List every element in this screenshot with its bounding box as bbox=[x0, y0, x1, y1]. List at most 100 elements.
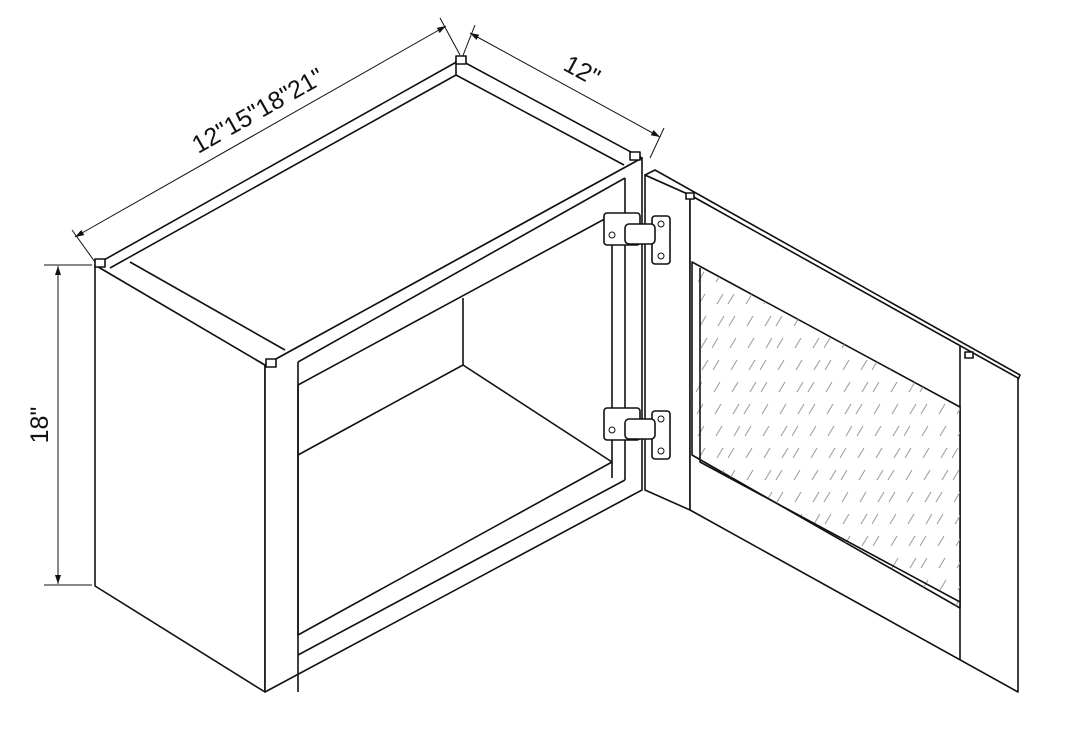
glass-hatch-mark bbox=[761, 403, 769, 415]
glass-hatch-mark bbox=[828, 601, 836, 608]
glass-hatch-mark bbox=[843, 381, 851, 393]
glass-hatch-mark bbox=[701, 359, 709, 371]
glass-hatch-mark bbox=[893, 293, 901, 305]
glass-hatch-mark bbox=[727, 601, 735, 608]
glass-hatch-mark bbox=[765, 337, 773, 349]
glass-hatch-mark bbox=[746, 469, 754, 481]
glass-hatch-mark bbox=[812, 491, 820, 503]
glass-hatch-mark bbox=[823, 491, 831, 503]
glass-hatch-mark bbox=[727, 293, 735, 305]
glass-hatch-mark bbox=[889, 513, 897, 525]
glass-hatch-mark bbox=[871, 513, 879, 525]
glass-hatch-mark bbox=[845, 425, 853, 437]
glass-hatch-mark bbox=[940, 293, 948, 305]
glass-hatch-mark bbox=[778, 381, 786, 393]
glass-hatch-mark bbox=[939, 271, 947, 283]
glass-hatch-mark bbox=[730, 359, 738, 371]
glass-hatch-mark bbox=[764, 469, 772, 481]
glass-hatch-mark bbox=[711, 337, 719, 349]
glass-hatch-mark bbox=[839, 601, 847, 608]
glass-hatch-mark bbox=[731, 381, 739, 393]
glass-hatch-mark bbox=[841, 491, 849, 503]
glass-hatch-mark bbox=[893, 447, 901, 459]
glass-hatch-mark bbox=[776, 337, 784, 349]
glass-hatch-mark bbox=[921, 271, 929, 283]
glass-hatch-mark bbox=[794, 337, 802, 349]
glass-hatch-mark bbox=[715, 425, 723, 437]
glass-hatch-mark bbox=[776, 491, 784, 503]
glass-hatch-mark bbox=[732, 557, 740, 569]
glass-hatch-mark bbox=[823, 337, 831, 349]
height-dimension: 18" bbox=[26, 264, 92, 586]
glass-hatch-mark bbox=[939, 425, 947, 437]
glass-hatch-mark bbox=[970, 294, 976, 304]
glass-hatch-mark bbox=[905, 469, 913, 481]
glass-hatch-mark bbox=[695, 381, 703, 393]
glass-hatch-mark bbox=[827, 425, 835, 437]
glass-hatch-mark bbox=[969, 272, 975, 282]
glass-hatch-mark bbox=[845, 250, 851, 260]
glass-hatch-mark bbox=[713, 535, 721, 547]
glass-hatch-mark bbox=[781, 601, 789, 608]
glass-hatch-mark bbox=[696, 557, 704, 569]
glass-hatch-mark bbox=[877, 491, 885, 503]
glass-hatch-mark bbox=[749, 381, 757, 393]
glass-hatch-mark bbox=[903, 425, 911, 437]
glass-hatch-mark bbox=[922, 447, 930, 459]
glass-hatch-mark bbox=[856, 250, 862, 260]
glass-hatch-mark bbox=[856, 425, 864, 437]
glass-hatch-mark bbox=[717, 315, 725, 327]
glass-hatch-mark bbox=[860, 513, 868, 525]
glass-hatch-mark bbox=[792, 601, 800, 608]
glass-hatch-mark bbox=[808, 403, 816, 415]
glass-hatch-mark bbox=[827, 250, 833, 260]
glass-hatch-mark bbox=[953, 491, 960, 503]
glass-hatch-mark bbox=[692, 557, 693, 569]
glass-hatch-mark bbox=[759, 359, 767, 371]
glass-hatch-mark bbox=[716, 293, 724, 305]
glass-hatch-mark bbox=[745, 601, 753, 608]
glass-hatch-mark bbox=[697, 425, 705, 437]
glass-hatch-mark bbox=[940, 447, 948, 459]
glass-hatch-mark bbox=[813, 513, 821, 525]
glass-hatch-mark bbox=[747, 337, 755, 349]
glass-hatch-mark bbox=[732, 403, 740, 415]
glass-hatch-mark bbox=[809, 579, 817, 591]
glass-hatch-mark bbox=[791, 579, 799, 591]
glass-hatch-mark bbox=[824, 359, 832, 371]
glass-hatch-mark bbox=[839, 447, 847, 459]
glass-hatch-mark bbox=[746, 315, 754, 327]
glass-hatch-mark bbox=[775, 469, 783, 481]
glass-hatch-mark bbox=[762, 425, 770, 437]
glass-hatch-mark bbox=[727, 447, 735, 459]
glass-hatch-mark bbox=[941, 469, 949, 481]
glass-hatch-mark bbox=[713, 381, 721, 393]
glass-hatch-mark bbox=[810, 447, 818, 459]
glass-hatch-mark bbox=[733, 579, 741, 591]
glass-hatch-mark bbox=[680, 580, 686, 590]
glass-hatch-mark bbox=[872, 381, 880, 393]
glass-hatch-mark bbox=[791, 425, 799, 437]
glass-hatch-mark bbox=[920, 403, 928, 415]
glass-hatch-mark bbox=[813, 359, 821, 371]
glass-hatch-mark bbox=[840, 469, 848, 481]
glass-hatch-mark bbox=[764, 315, 772, 327]
glass-hatch-mark bbox=[761, 557, 769, 569]
glass-hatch-mark bbox=[811, 469, 819, 481]
glass-hatch-mark bbox=[873, 403, 881, 415]
glass-hatch-mark bbox=[939, 579, 947, 591]
glass-hatch-mark bbox=[861, 535, 869, 547]
glass-hatch-mark bbox=[681, 602, 687, 612]
cabinet-box bbox=[94, 55, 643, 693]
glass-hatch-mark bbox=[743, 557, 751, 569]
glass-hatch-mark bbox=[825, 381, 833, 393]
glass-hatch-mark bbox=[685, 536, 691, 546]
glass-hatch-mark bbox=[920, 557, 928, 569]
glass-hatch-mark bbox=[858, 469, 866, 481]
glass-hatch-mark bbox=[714, 557, 722, 569]
glass-hatch-mark bbox=[968, 250, 974, 260]
glass-hatch-mark bbox=[731, 535, 739, 547]
glass-hatch-mark bbox=[844, 403, 852, 415]
glass-door bbox=[644, 169, 1021, 693]
glass-hatch-mark bbox=[957, 579, 960, 591]
